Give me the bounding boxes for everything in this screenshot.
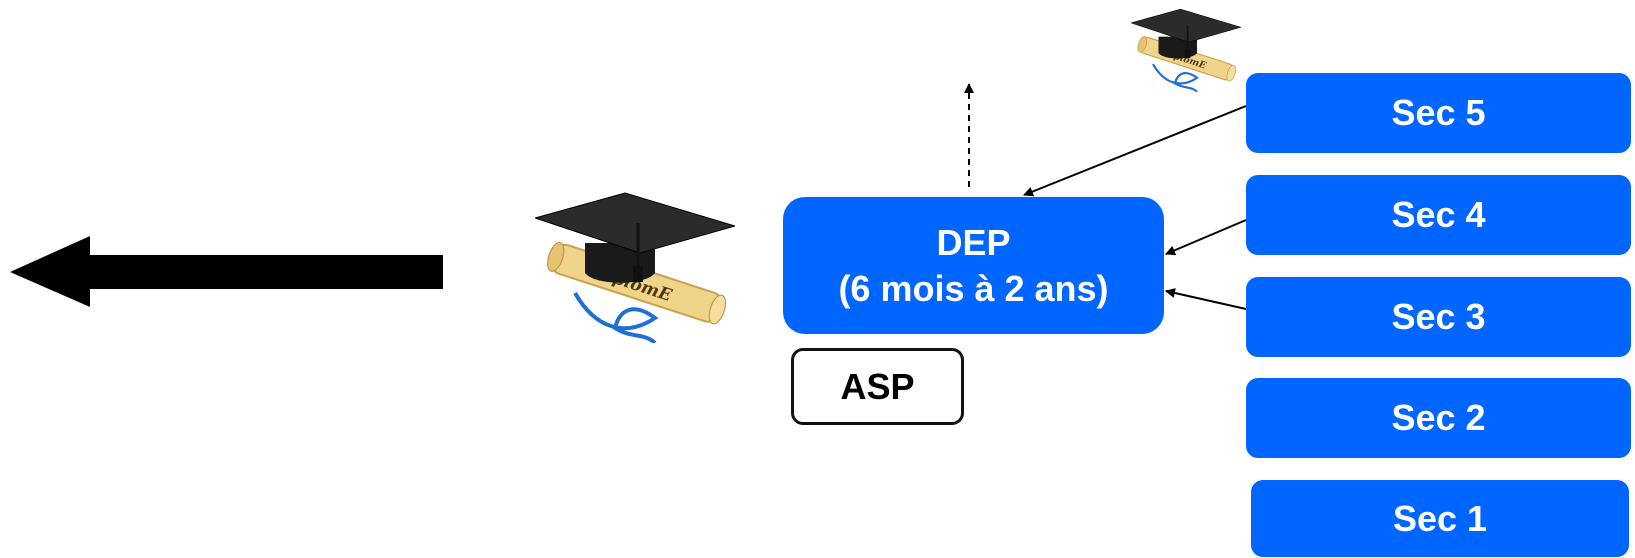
asp-label: ASP: [840, 365, 915, 407]
sec1-box: Sec 1: [1251, 480, 1629, 557]
graduation-diploma-icon: DiplomE: [535, 192, 735, 343]
sec5-box: Sec 5: [1246, 73, 1631, 153]
connector-sec3-dep: [1165, 288, 1247, 310]
sec5-label: Sec 5: [1391, 92, 1486, 133]
left-arrow-icon: [10, 236, 443, 307]
sec3-label: Sec 3: [1391, 296, 1486, 337]
dep-box: DEP (6 mois à 2 ans): [783, 197, 1164, 334]
sec2-box: Sec 2: [1246, 378, 1631, 458]
connector-sec5-dep: [1023, 105, 1247, 197]
asp-box: ASP: [791, 348, 964, 425]
connector-sec4-dep: [1165, 219, 1247, 256]
dep-title: DEP: [936, 221, 1011, 263]
sec2-label: Sec 2: [1391, 397, 1486, 438]
sec4-label: Sec 4: [1391, 194, 1486, 235]
small-graduation-diploma-icon: DiplomE: [1131, 8, 1241, 93]
sec1-label: Sec 1: [1392, 497, 1488, 539]
sec4-box: Sec 4: [1246, 175, 1631, 255]
dep-duration: (6 mois à 2 ans): [838, 267, 1109, 309]
sec3-box: Sec 3: [1246, 277, 1631, 357]
